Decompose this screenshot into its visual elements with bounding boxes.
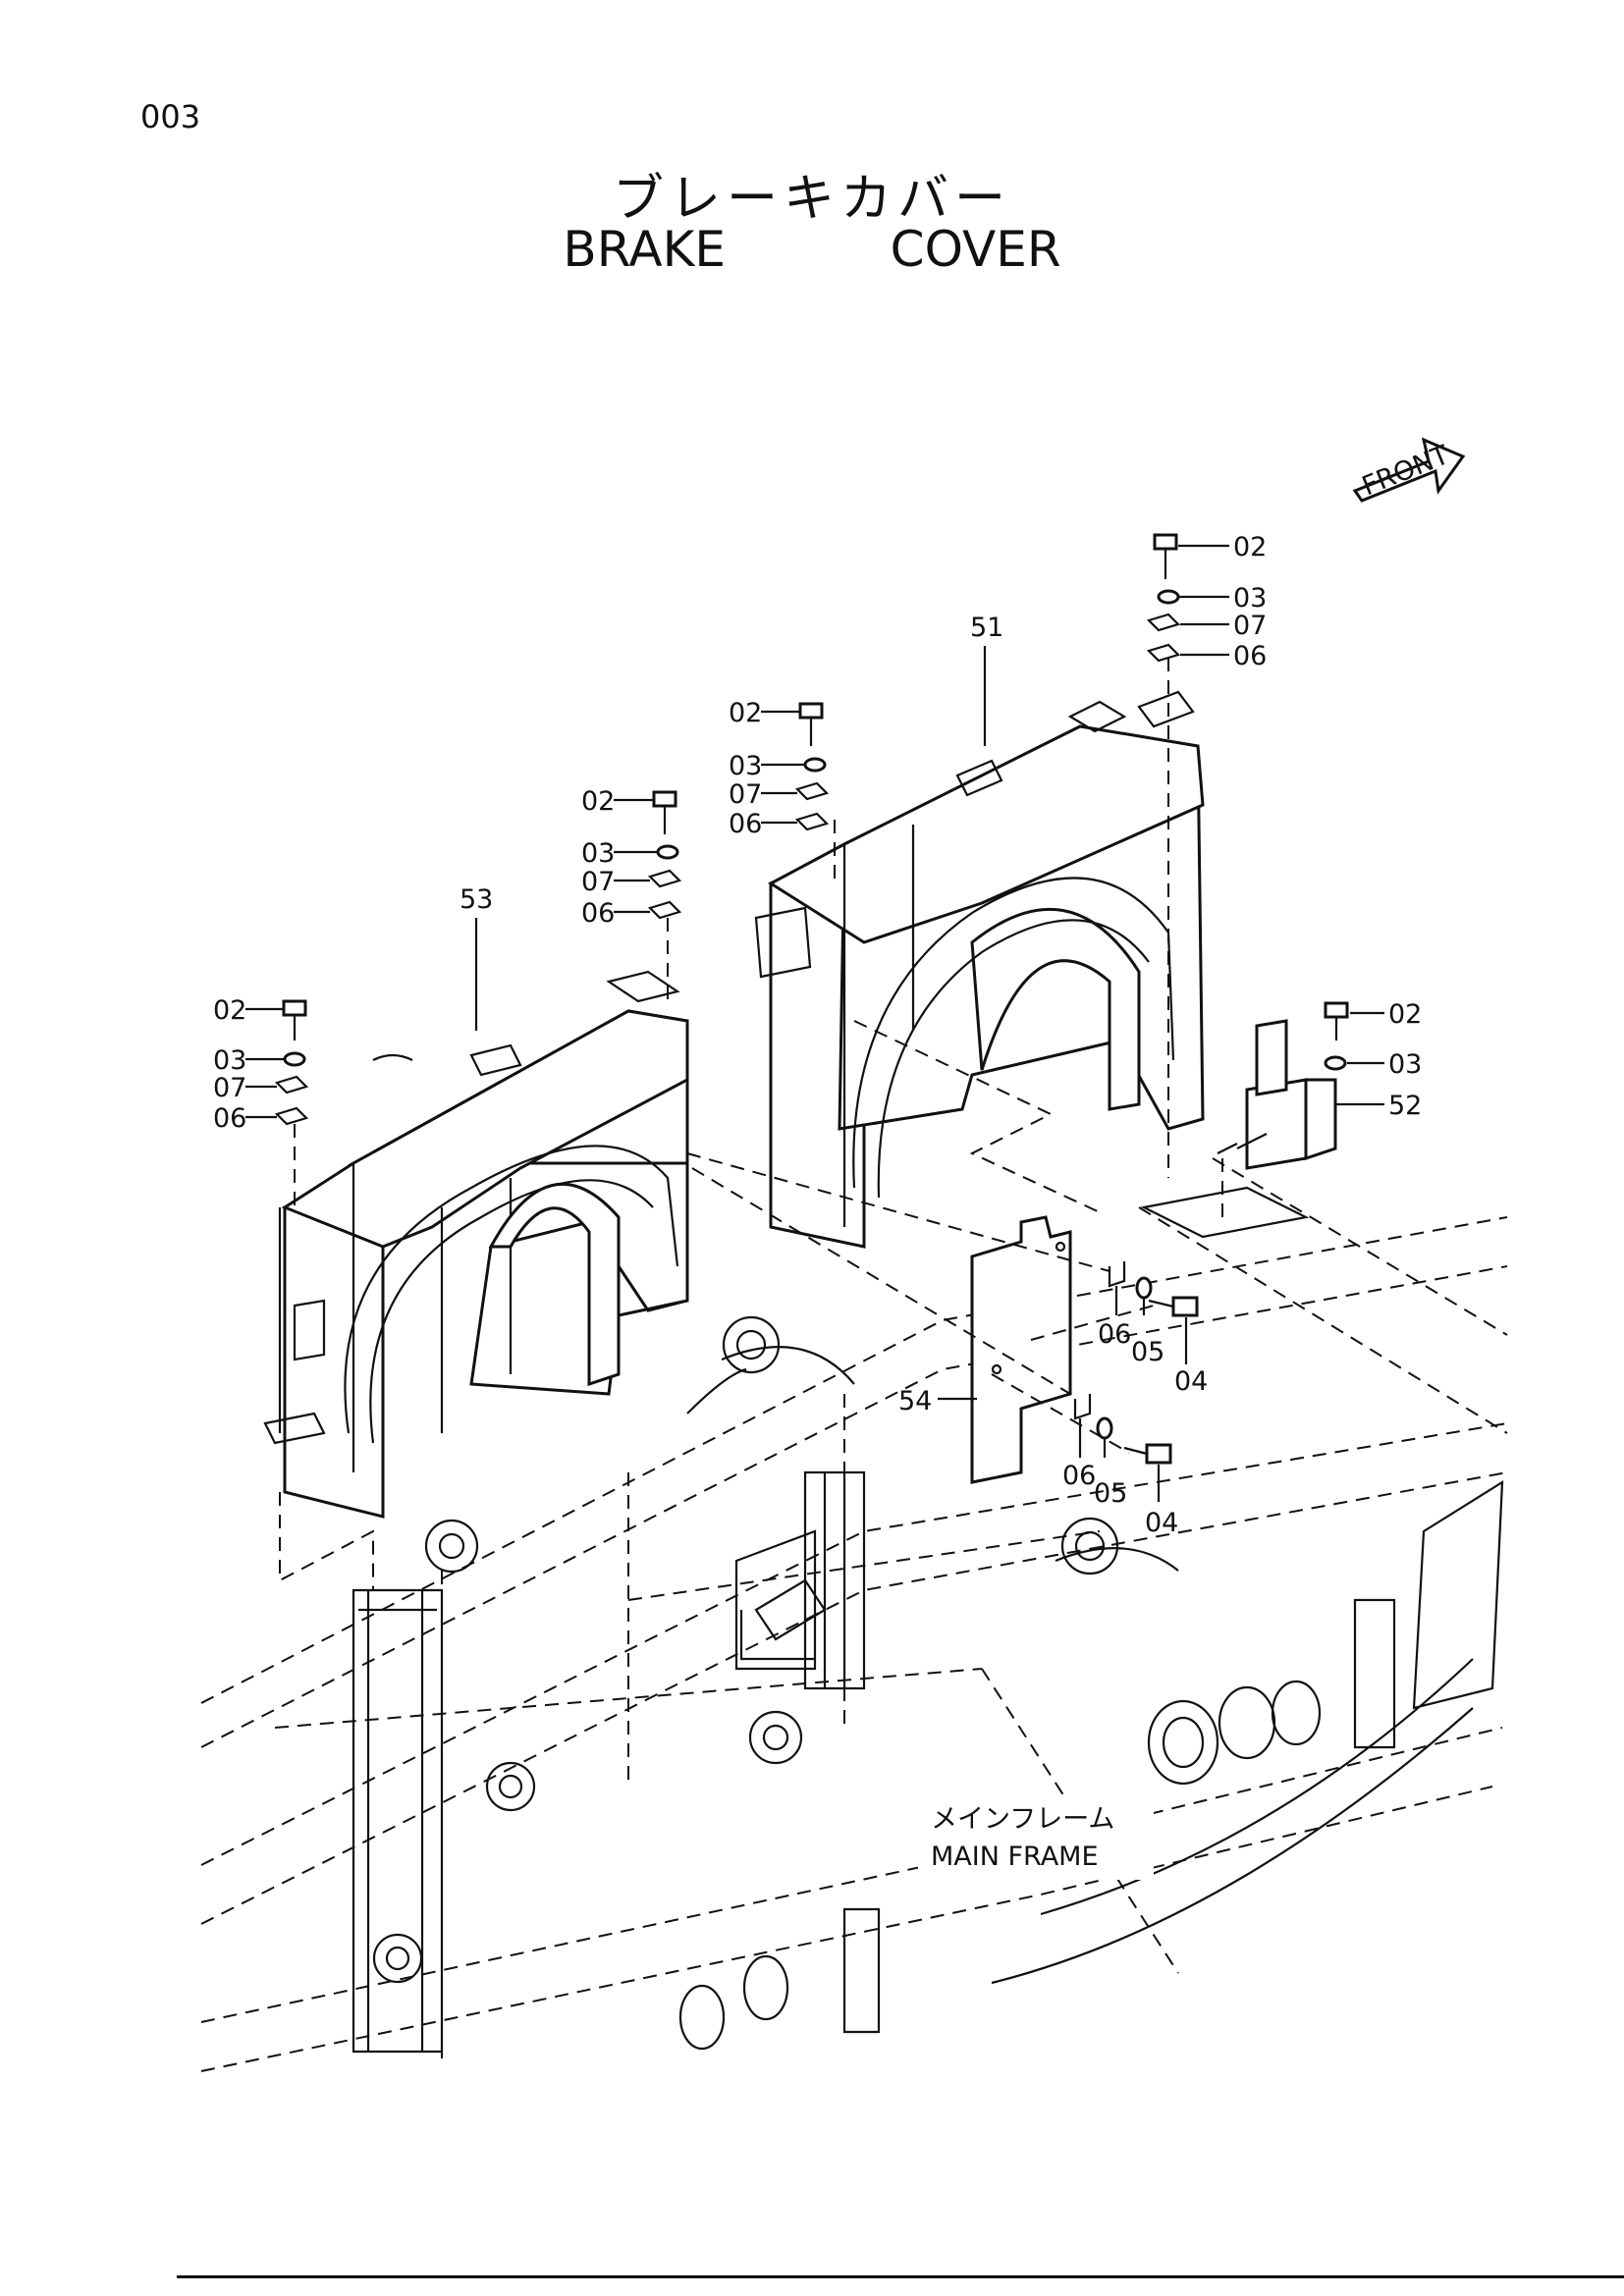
callout-03-left: 03 (213, 1045, 246, 1076)
front-arrow-icon: FRONT (1352, 437, 1466, 503)
callout-05-plate-lower: 05 (1094, 1478, 1127, 1509)
front-label: FRONT (1358, 440, 1454, 502)
main-frame-label-en: MAIN FRAME (931, 1842, 1099, 1872)
main-frame-label-jp: メインフレーム (931, 1804, 1114, 1835)
callout-03-upper-right: 03 (1233, 583, 1267, 614)
page-number: 003 (140, 98, 201, 135)
brake-cover-51 (754, 690, 1205, 1249)
callout-labels: 02 03 07 06 51 02 03 07 06 02 03 07 06 5… (213, 532, 1422, 1880)
brake-cover-53 (263, 970, 689, 1519)
callout-07-left: 07 (213, 1073, 246, 1103)
callout-06-plate-lower: 06 (1062, 1461, 1096, 1491)
callout-04-plate-lower: 04 (1145, 1508, 1178, 1538)
callout-03-center: 03 (729, 751, 762, 781)
callout-51: 51 (970, 613, 1003, 643)
callout-05-plate-upper: 05 (1131, 1337, 1164, 1367)
callout-02-mid-left: 02 (581, 786, 615, 817)
callout-03-bracket: 03 (1388, 1049, 1422, 1080)
fasteners (274, 533, 1349, 1465)
plate-54 (970, 1215, 1072, 1484)
leader-lines (245, 544, 1384, 1590)
callout-52: 52 (1388, 1091, 1422, 1121)
callout-07-upper-right: 07 (1233, 611, 1267, 641)
callout-06-upper-right: 06 (1233, 641, 1267, 671)
callout-04-plate-upper: 04 (1174, 1366, 1208, 1397)
callout-54: 54 (898, 1386, 932, 1416)
callout-03-mid-left: 03 (581, 838, 615, 869)
callout-06-mid-left: 06 (581, 898, 615, 929)
callout-06-center: 06 (729, 809, 762, 839)
title-english: BRAKE COVER (563, 221, 1061, 278)
callout-06-plate-upper: 06 (1098, 1319, 1131, 1350)
callout-06-left: 06 (213, 1103, 246, 1134)
bottom-rule (177, 2275, 1624, 2278)
callout-53: 53 (460, 884, 493, 915)
title-japanese: ブレーキカバー (612, 170, 1011, 229)
callout-02-bracket: 02 (1388, 999, 1422, 1030)
callout-02-left: 02 (213, 995, 246, 1026)
bracket-52 (1140, 1019, 1337, 1239)
callout-02-center: 02 (729, 698, 762, 728)
callout-07-mid-left: 07 (581, 867, 615, 897)
callout-07-center: 07 (729, 779, 762, 810)
callout-02-upper-right: 02 (1233, 532, 1267, 562)
